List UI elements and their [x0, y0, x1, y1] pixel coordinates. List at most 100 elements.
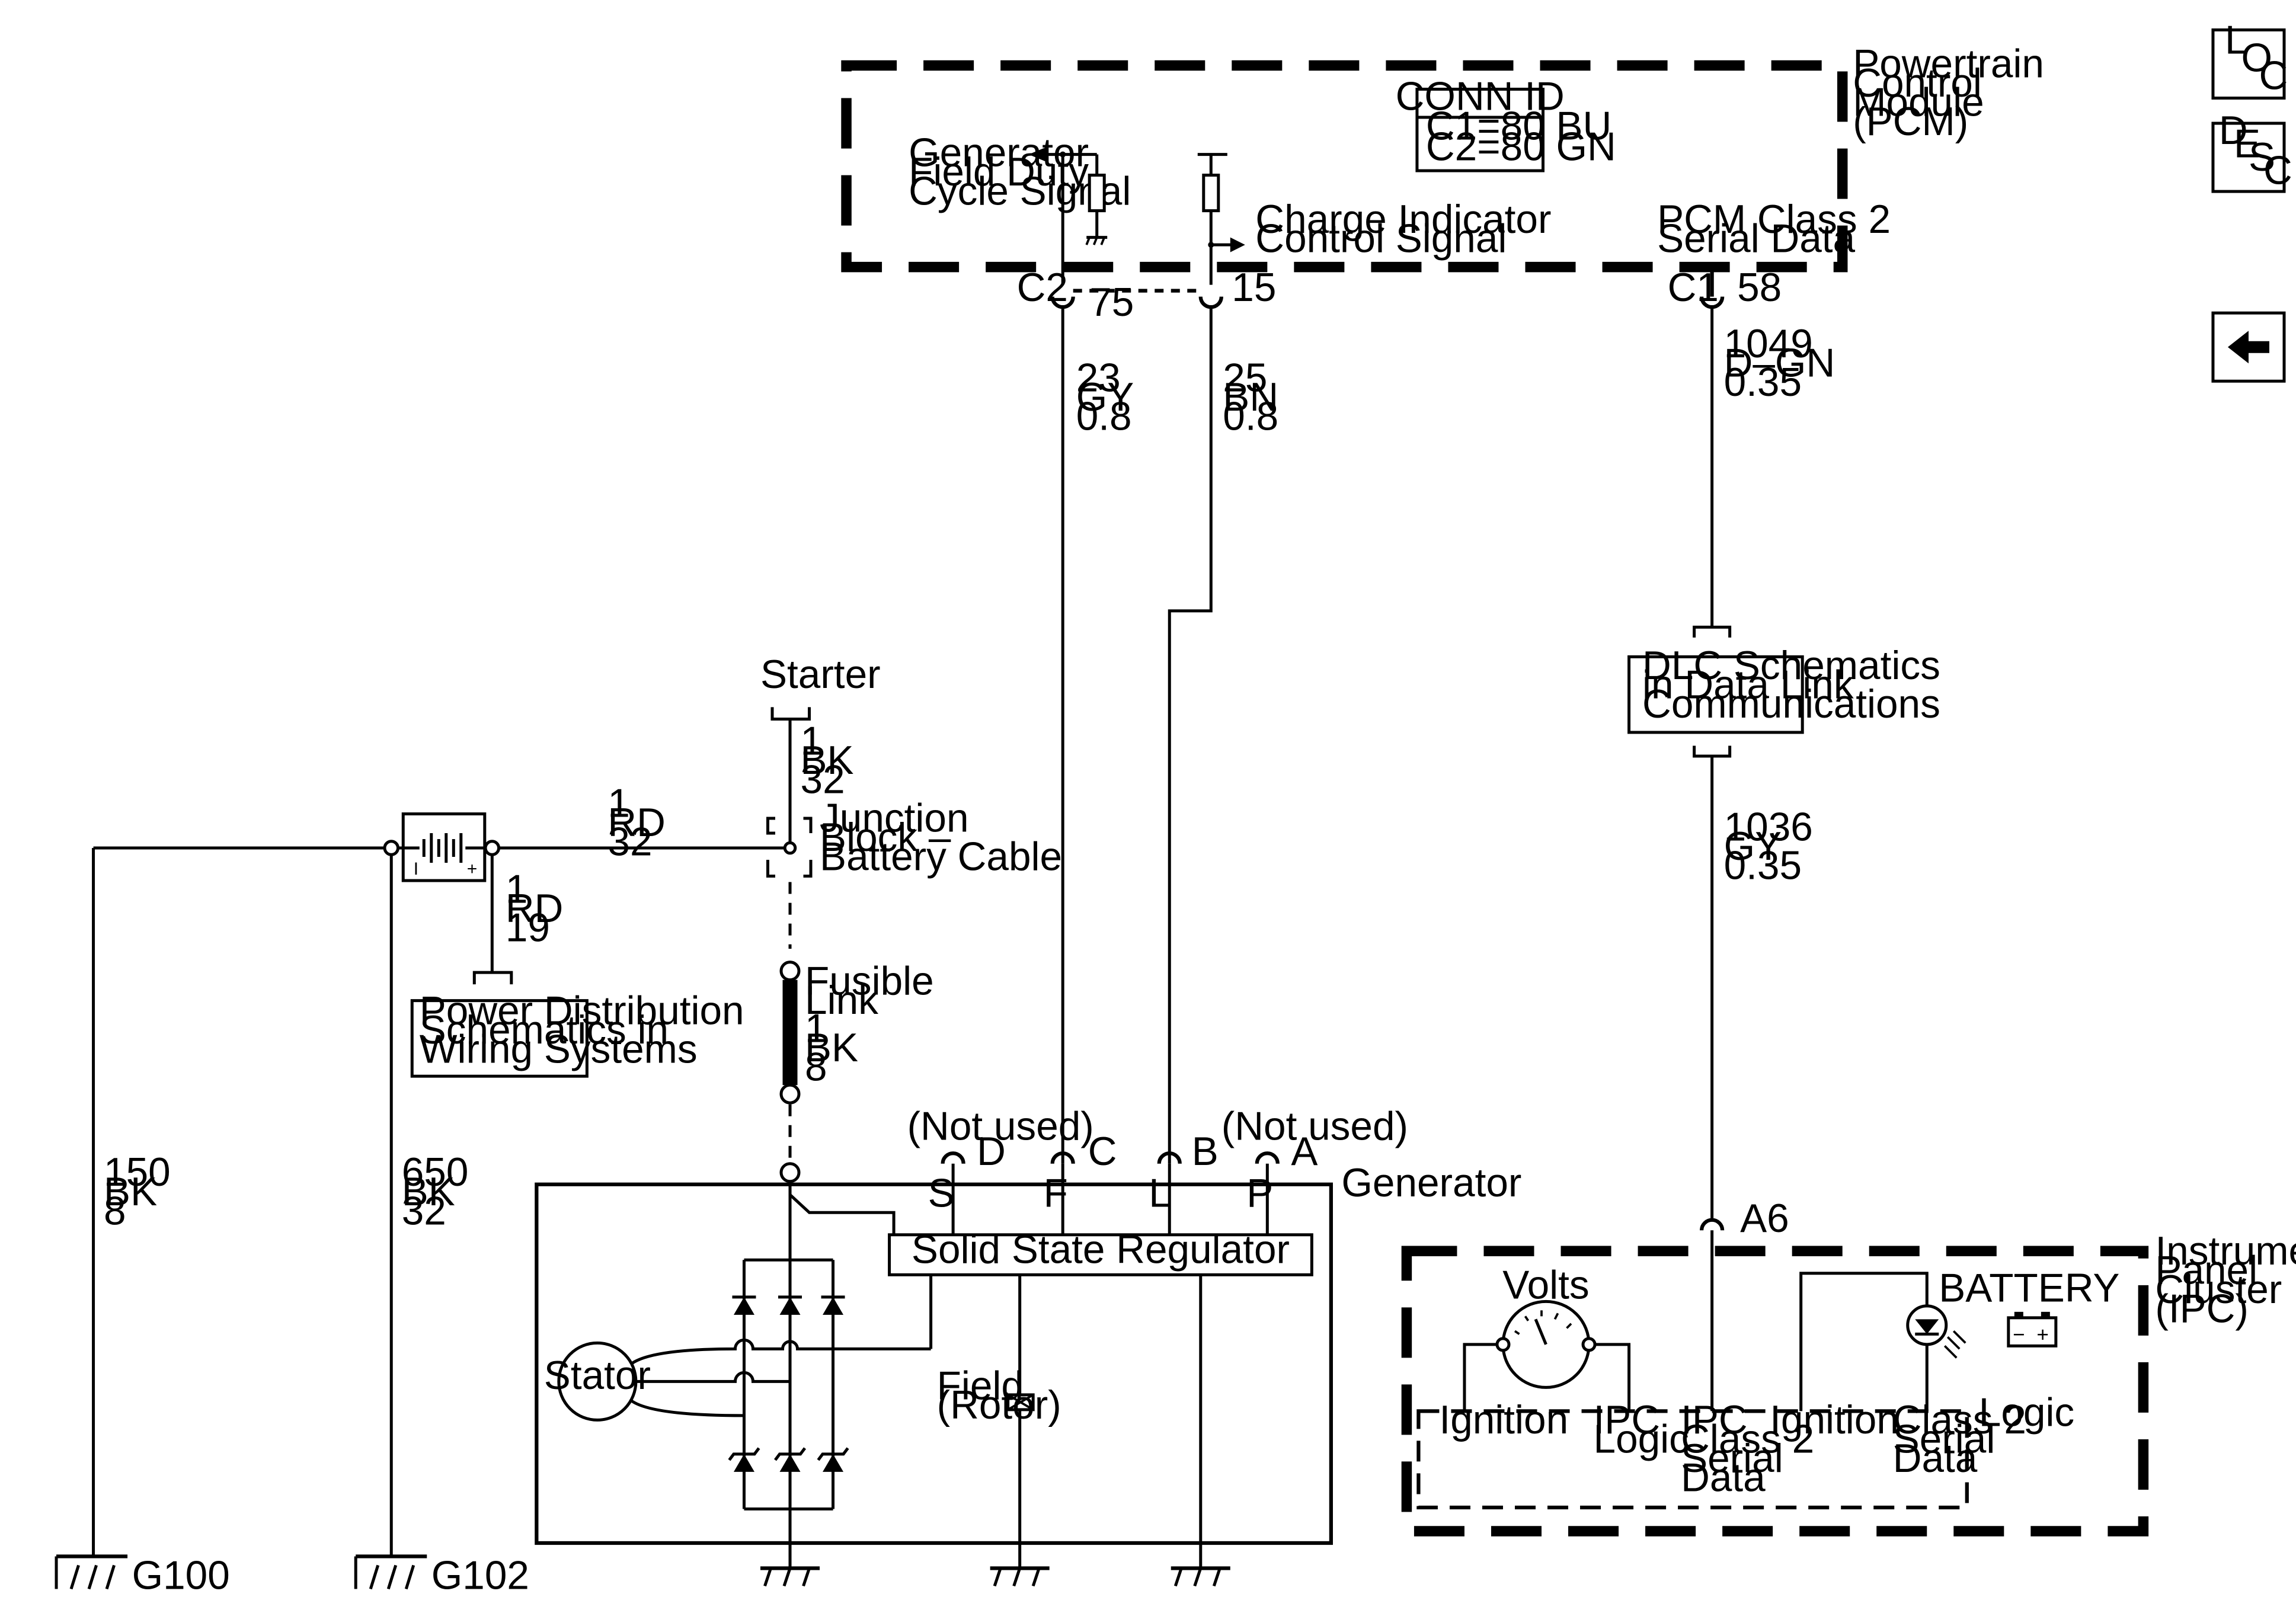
pcm-name-3: Module — [1853, 81, 1984, 125]
battery-warning-lamp — [1799, 1272, 1966, 1411]
zener-diode-icon — [817, 1447, 849, 1472]
diode-icon — [778, 1295, 802, 1315]
pin-a6: A6 — [1740, 1196, 1789, 1241]
svg-text:I: I — [414, 859, 418, 879]
pcm-class2-label-1: PCM Class 2 — [1657, 197, 1891, 242]
loc-button[interactable]: L O C — [2211, 18, 2288, 100]
svg-text:IPC: IPC — [1594, 1398, 1661, 1442]
generator-label: Generator — [1341, 1161, 1521, 1205]
svg-text:Field: Field — [937, 1363, 1024, 1408]
svg-text:F: F — [1044, 1171, 1068, 1215]
svg-text:+: + — [2036, 1323, 2048, 1346]
pcm-connectors: C2 75 15 C1 58 — [1017, 265, 1782, 325]
svg-text:BK: BK — [104, 1170, 157, 1214]
svg-text:Ignition: Ignition — [1770, 1398, 1899, 1442]
pcm-name-2: Control — [1853, 61, 1982, 105]
pcm-module: Powertrain Control Module (PCM) CONN ID … — [841, 42, 2044, 285]
dlc-reference-box[interactable]: DLC Schematics in Data Link Communicatio… — [1627, 625, 1940, 758]
battery-circuit: I + 1 RD 32 1 RD 19 Power Distribution S… — [92, 782, 791, 1557]
terminal-b — [1157, 1151, 1182, 1164]
solid-state-regulator: Solid State Regulator — [888, 1227, 1313, 1276]
svg-text:1: 1 — [805, 1007, 827, 1051]
pin-c1: C1 — [1668, 265, 1719, 310]
svg-text:0.35: 0.35 — [1724, 844, 1802, 888]
svg-text:G100: G100 — [132, 1554, 230, 1598]
svg-text:Serial: Serial — [1893, 1417, 1996, 1461]
svg-text:+: + — [467, 859, 478, 879]
rectifier-bridge — [728, 1258, 933, 1510]
svg-text:D: D — [2219, 108, 2248, 153]
fusible-link: Fusible Link 1 BK 8 — [779, 959, 934, 1164]
ground-icon — [1171, 1556, 1230, 1587]
svg-text:Instrument: Instrument — [2155, 1229, 2296, 1273]
svg-text:Cluster: Cluster — [2155, 1267, 2282, 1312]
terminal-c — [1050, 1151, 1075, 1164]
svg-text:P: P — [1246, 1171, 1273, 1215]
wire-1049-dgn: 1049 D–GN 0.35 — [1710, 305, 1835, 628]
svg-text:(Not used): (Not used) — [907, 1105, 1094, 1149]
svg-text:1: 1 — [607, 782, 630, 826]
svg-text:150: 150 — [104, 1150, 171, 1195]
svg-text:A: A — [1291, 1129, 1318, 1174]
conn-id-c1: C1=80 BU — [1426, 104, 1611, 149]
svg-text:L: L — [2225, 18, 2247, 63]
svg-text:19: 19 — [506, 906, 550, 950]
svg-text:Battery Cable: Battery Cable — [820, 835, 1062, 879]
voltmeter-gauge: Volts — [1463, 1263, 1631, 1411]
pin-c2: C2 — [1017, 265, 1068, 310]
junction-block: Junction Block – Battery Cable — [766, 796, 1062, 949]
svg-text:O: O — [2241, 36, 2272, 81]
svg-text:C: C — [1088, 1129, 1117, 1174]
svg-text:25: 25 — [1223, 356, 1267, 401]
conn-id-c2: C2=80 GN — [1426, 125, 1616, 169]
svg-text:1: 1 — [506, 868, 528, 912]
signal-arrow-icon — [1028, 147, 1047, 162]
pin-75: 75 — [1089, 280, 1134, 325]
svg-text:Volts: Volts — [1502, 1263, 1589, 1307]
left-arrow-icon — [2227, 331, 2269, 364]
svg-text:Class 2: Class 2 — [1681, 1417, 1814, 1461]
ground-g100: G100 — [55, 1554, 230, 1598]
svg-text:C: C — [2263, 149, 2292, 193]
svg-text:Serial: Serial — [1681, 1436, 1783, 1481]
desc-button[interactable]: D E S C — [2211, 108, 2292, 193]
diode-icon — [821, 1295, 845, 1315]
svg-text:32: 32 — [607, 820, 652, 865]
gen-field-label-2: Field Duty — [909, 150, 1089, 194]
svg-text:−: − — [2013, 1323, 2025, 1346]
ground-g102: G102 — [354, 1554, 529, 1598]
battery-icon: I + — [397, 812, 487, 882]
starter-label: Starter — [760, 652, 881, 697]
svg-text:32: 32 — [801, 757, 845, 802]
svg-text:Wiring Systems: Wiring Systems — [420, 1028, 698, 1072]
svg-text:GY: GY — [1076, 375, 1134, 420]
svg-text:in Data Link: in Data Link — [1642, 662, 1854, 707]
svg-text:(Not used): (Not used) — [1221, 1105, 1408, 1149]
svg-text:Power Distribution: Power Distribution — [420, 989, 744, 1033]
ipc-boundary — [1401, 1246, 2149, 1537]
connector-a6 — [1699, 1218, 1725, 1231]
back-button[interactable] — [2211, 311, 2286, 383]
starter-feed: Starter 1 BK 32 — [760, 652, 881, 849]
pullup-resistor-icon — [1088, 174, 1106, 213]
svg-text:RD: RD — [607, 801, 666, 845]
wire-25-bn: 25 BN 0.8 — [1168, 305, 1278, 1164]
zener-diode-icon — [774, 1447, 807, 1472]
svg-text:Ignition: Ignition — [1439, 1398, 1568, 1442]
svg-text:Fusible: Fusible — [805, 959, 934, 1004]
svg-text:RD: RD — [506, 886, 564, 931]
signal-arrow-icon — [1230, 237, 1245, 252]
svg-text:S: S — [928, 1171, 955, 1215]
diode-icon — [732, 1295, 756, 1315]
svg-text:(IPC): (IPC) — [2155, 1286, 2249, 1331]
svg-text:1036: 1036 — [1724, 805, 1813, 850]
power-distribution-box[interactable]: Power Distribution Schematics in Wiring … — [410, 989, 744, 1078]
svg-text:D–GN: D–GN — [1724, 341, 1835, 386]
svg-text:BN: BN — [1223, 375, 1278, 420]
svg-text:650: 650 — [402, 1150, 469, 1195]
svg-text:BK: BK — [402, 1170, 455, 1214]
stator: Stator — [544, 1338, 833, 1422]
svg-text:E: E — [2234, 122, 2260, 167]
svg-text:GY: GY — [1724, 824, 1782, 869]
